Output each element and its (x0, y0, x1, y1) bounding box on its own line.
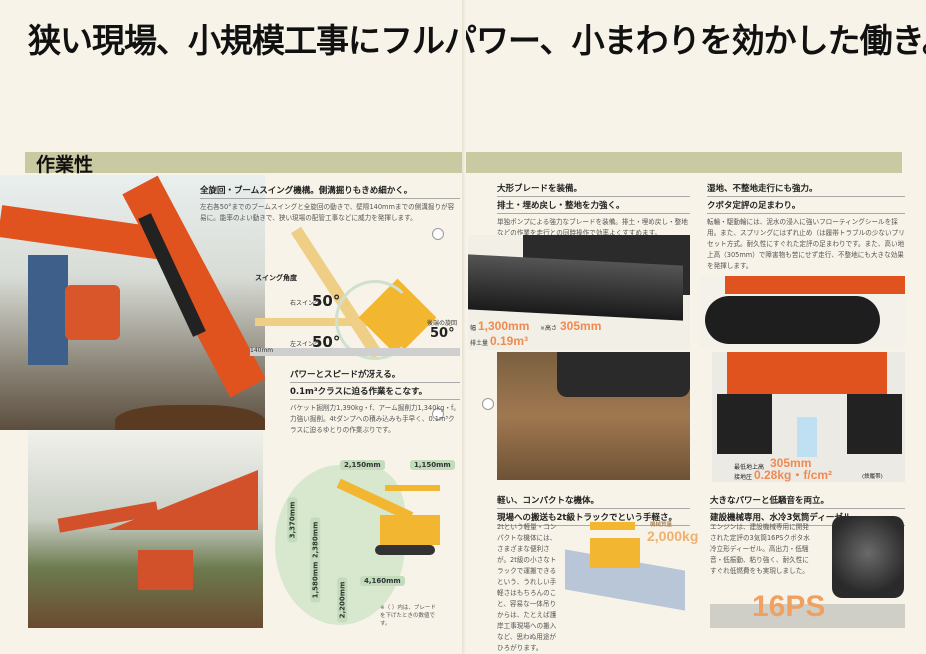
pressure-label: 接地圧 (734, 474, 753, 481)
feature-title: 軽い、コンパクトな機体。 (497, 492, 690, 509)
feature-body: バケット掘削力1,390kg・f、アーム掘削力1,340kg・f。力強い掘削。4… (290, 404, 460, 434)
small-excavator-shape (138, 550, 193, 590)
body-shape (725, 276, 905, 294)
machine-body-shape (380, 515, 440, 545)
dimension: 2,380mm (310, 517, 321, 563)
dimension: 4,160mm (360, 576, 405, 586)
clearance-label: 最低地上高 (734, 464, 765, 471)
engine-power: 16PS (752, 590, 826, 623)
feature-title: 建設機械専用、水冷3気筒ディーゼル。 (710, 509, 905, 526)
excavator-digging-photo (0, 175, 265, 430)
pressure-note: (鉄履帯) (862, 474, 883, 480)
feature-title: 大きなパワーと低騒音を両立。 (710, 492, 905, 509)
rear-swing-angle: 50° (430, 326, 455, 341)
feature-engine: 大きなパワーと低騒音を両立。 建設機械専用、水冷3気筒ディーゼル。 (710, 492, 905, 526)
feature-title: 排土・埋め戻し・整地を力強く。 (497, 197, 690, 214)
feature-body: エンジンは、建設機械専用に開発された定評の3気筒16PSクボタ水冷立形ディーゼル… (710, 523, 810, 575)
small-excavator-shape (65, 285, 120, 340)
blade-width-label: 幅 (470, 325, 477, 332)
earthwork-photo (497, 352, 690, 480)
truck-illustration (555, 520, 695, 620)
weight-value: 2,000kg (647, 528, 699, 544)
section-label: 作業性 (36, 154, 94, 176)
blade-width: 1,300mm (478, 319, 530, 333)
blade-volume-label: 排土量 (470, 340, 489, 347)
headline: 狭い現場、小規模工事にフルパワー、小まわりを効かした働き。 (28, 21, 926, 60)
canopy-shape (385, 485, 440, 491)
engine-photo (832, 516, 904, 598)
feature-body: 2tという軽量・コンパクトな機体には、さまざまな便利さが。2t級の小さなトラック… (497, 523, 557, 652)
dimension: 1,150mm (410, 460, 455, 470)
feature-body: 左右各50°までのブームスイングと全旋回の動きで、壁際140mmまでの側溝掘りが… (200, 203, 455, 222)
blade-height: 305mm (560, 319, 602, 333)
binder-hole (432, 408, 444, 420)
rear-swing-label: 後端の旋回 (427, 320, 458, 327)
canopy-shape (590, 522, 635, 530)
crawler-shape (557, 352, 690, 397)
bucket-shape (108, 470, 258, 530)
undercarriage-photo (700, 276, 905, 348)
left-swing-angle: 50° (312, 333, 341, 351)
blade-photo: 幅 1,300mm ×高さ 305mm 排土量 0.19m³ (468, 235, 690, 350)
weight-label: 機械質量 (650, 522, 673, 528)
crawler-shape (705, 296, 880, 344)
dimension: 1,580mm (310, 557, 321, 603)
feature-title: パワーとスピードが冴える。 (290, 366, 460, 383)
pressure-value: 0.28kg・f/cm² (754, 468, 833, 482)
wall-shape (250, 348, 460, 356)
feature-title: 0.1m³クラスに迫る作業をこなす。 (290, 383, 460, 400)
clearance-arrow-icon (797, 417, 817, 457)
offset-value: 140mm (250, 347, 274, 354)
dimension-note: ※（ ）内は、ブレードを下げたときの数値です。 (380, 605, 436, 627)
feature-title: 全旋回・ブームスイング機構。側溝掘りもきめ細かく。 (200, 182, 460, 199)
dimension: 3,370mm (287, 497, 298, 543)
swing-arc (335, 280, 415, 360)
page-spine (462, 0, 466, 654)
blade-volume: 0.19m³ (490, 334, 529, 348)
body-shape (727, 352, 887, 394)
feature-body: 転輪・駆動輪には、泥水の浸入に強いフローティングシールを採用。また、スプリングに… (707, 218, 905, 270)
feature-title: 湿地、不整地走行にも強力。 (707, 180, 905, 197)
machine-body-shape (590, 538, 640, 568)
right-swing-label: 右スイング (290, 300, 321, 307)
feature-title: クボタ定評の足まわり。 (707, 197, 905, 214)
feature-title: 大形ブレードを装備。 (497, 180, 690, 197)
feature-undercarriage: 湿地、不整地走行にも強力。 クボタ定評の足まわり。 転輪・駆動輪には、泥水の浸入… (707, 180, 905, 272)
left-swing-label: 左スイング (290, 341, 321, 348)
right-swing-angle: 50° (312, 292, 341, 310)
blade-height-label: ×高さ (540, 325, 558, 332)
feature-power: パワーとスピードが冴える。 0.1m³クラスに迫る作業をこなす。 バケット掘削力… (290, 366, 460, 436)
engine-band (710, 604, 905, 628)
blade-shape (468, 254, 683, 321)
swing-title: スイング角度 (255, 274, 297, 282)
binder-hole (432, 228, 444, 240)
soil-shape (115, 405, 265, 430)
ground-clearance-photo: 最低地上高 305mm 接地圧 0.28kg・f/cm² (鉄履帯) (712, 352, 905, 482)
site-photo (28, 430, 263, 628)
working-range-diagram: 2,150mm 1,150mm 3,370mm 2,380mm 1,580mm … (265, 455, 465, 627)
binder-hole (482, 398, 494, 410)
swing-diagram: スイング角度 右スイング 50° 左スイング 50° 後端の旋回 50° 140… (230, 226, 460, 360)
feature-blade: 大形ブレードを装備。 排土・埋め戻し・整地を力強く。 単独ポンプによる強力なブレ… (497, 180, 690, 239)
dimension: 2,200mm (337, 577, 348, 623)
boom-center-shape (255, 318, 385, 326)
crawler-shape (375, 545, 435, 555)
clearance-value: 305mm (770, 456, 812, 470)
feature-swing: 全旋回・ブームスイング機構。側溝掘りもきめ細かく。 左右各50°までのブームスイ… (200, 182, 460, 224)
dimension: 2,150mm (340, 460, 385, 470)
feature-body: 単独ポンプによる強力なブレードを装備。排土・埋め戻し・整地などの作業を走行との同… (497, 218, 688, 237)
truck-shape (28, 255, 68, 365)
crawler-right-shape (847, 394, 902, 454)
crawler-left-shape (717, 394, 772, 454)
